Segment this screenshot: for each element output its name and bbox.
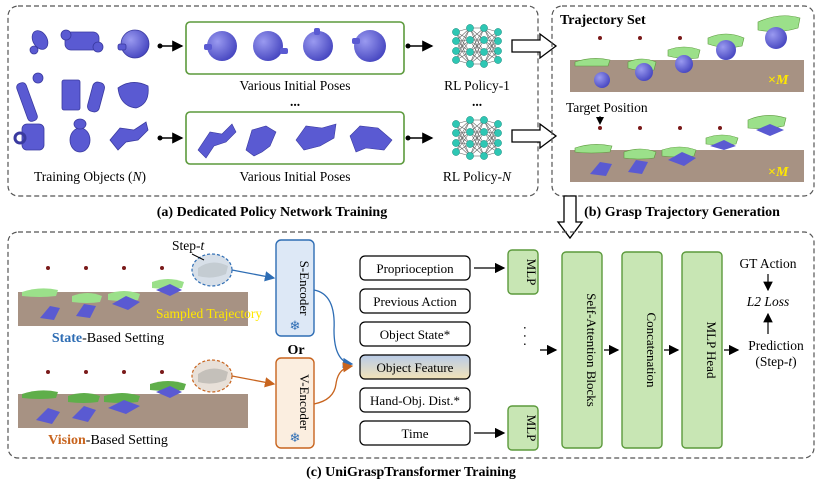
multiplier-bottom: ×M xyxy=(768,165,789,180)
neural-net-icon-1 xyxy=(452,24,502,68)
policy-ellipsis: ... xyxy=(472,94,482,109)
concatenation-block: Concatenation xyxy=(621,251,663,449)
svg-text:MLP Head: MLP Head xyxy=(704,322,719,379)
object-ball-handle xyxy=(117,29,150,59)
training-objects-label: Training Objects (N) xyxy=(34,169,146,184)
sampled-trajectory-label: Sampled Trajectory xyxy=(156,306,262,321)
trajectory-top xyxy=(574,15,801,88)
initial-poses-label-2: Various Initial Poses xyxy=(240,169,351,184)
svg-text:Object Feature: Object Feature xyxy=(377,360,454,375)
or-label: Or xyxy=(287,343,304,358)
prediction-label: Prediction xyxy=(748,338,804,353)
l2-loss-label: L2 Loss xyxy=(746,294,789,309)
input-object-feature: Object Feature xyxy=(359,354,471,380)
self-attention-blocks: Self-Attention Blocks xyxy=(561,251,603,449)
neural-net-icon-n xyxy=(452,116,502,160)
panel-a-caption: (a) Dedicated Policy Network Training xyxy=(157,205,387,220)
svg-text:Hand-Obj. Dist.*: Hand-Obj. Dist.* xyxy=(370,393,460,408)
object-chip xyxy=(117,82,149,109)
object-bone xyxy=(60,29,104,53)
svg-text:MLP: MLP xyxy=(524,259,539,286)
target-dots-top xyxy=(598,36,722,40)
vision-trajectory xyxy=(22,381,186,424)
panel-c: Step-t Sampled Trajectory State-Based Se… xyxy=(7,231,815,459)
object-mug-small xyxy=(29,30,49,55)
panel-b-frame xyxy=(551,5,815,197)
panel-a: Various Initial Poses ... Various Initia… xyxy=(7,5,539,197)
training-objects xyxy=(13,29,150,153)
input-hand-obj-dist: Hand-Obj. Dist.* xyxy=(359,387,471,413)
trajectory-bottom xyxy=(574,115,787,176)
object-pot xyxy=(69,118,91,153)
hollow-arrow-bottom xyxy=(511,122,558,150)
svg-text:MLP: MLP xyxy=(524,415,539,442)
panel-c-caption: (c) UniGraspTransformer Training xyxy=(306,465,516,480)
trajectory-set-title: Trajectory Set xyxy=(560,13,646,28)
poses-ellipsis: ... xyxy=(290,94,300,109)
s-encoder-label: S-Encoder xyxy=(297,261,312,317)
svg-text:Concatenation: Concatenation xyxy=(644,312,659,388)
pose-objects-2 xyxy=(197,123,393,159)
mlp-head-block: MLP Head xyxy=(681,251,723,449)
step-t-label: Step-t xyxy=(172,238,206,253)
hollow-arrow-top xyxy=(511,32,558,60)
snowflake-icon-s: ❄ xyxy=(290,318,301,333)
gt-action-label: GT Action xyxy=(739,256,796,271)
object-animal xyxy=(109,121,149,151)
prediction-step-label: (Step-t) xyxy=(755,354,796,369)
pose-objects-1 xyxy=(204,28,386,62)
v-encoder-label: V-Encoder xyxy=(297,374,312,431)
dots-vertical: · · · xyxy=(516,326,531,347)
svg-text:Previous Action: Previous Action xyxy=(373,294,457,309)
panel-b: Trajectory Set ×M Target Position xyxy=(551,5,815,197)
svg-text:Time: Time xyxy=(402,426,429,441)
s-encoder: S-Encoder ❄ xyxy=(275,239,315,337)
input-previous-action: Previous Action xyxy=(359,288,471,314)
panel-a-frame xyxy=(7,5,539,197)
pose-box-2 xyxy=(185,111,405,165)
vision-setting-label: Vision-Based Setting xyxy=(48,433,168,448)
policy-n-label: RL Policy-N xyxy=(443,169,512,184)
input-object-state: Object State* xyxy=(359,321,471,347)
hollow-arrow-down xyxy=(556,195,584,240)
object-mug xyxy=(13,123,45,151)
policy-1-label: RL Policy-1 xyxy=(444,78,510,93)
vision-target-dots xyxy=(46,370,164,374)
multiplier-top: ×M xyxy=(768,73,789,88)
state-trajectory xyxy=(22,279,184,320)
mlp-bottom: MLP xyxy=(507,405,539,451)
object-vial xyxy=(87,81,105,113)
panel-b-caption: (b) Grasp Trajectory Generation xyxy=(584,205,780,220)
snowflake-icon-v: ❄ xyxy=(290,430,301,445)
object-box xyxy=(61,79,81,111)
svg-text:Object State*: Object State* xyxy=(380,327,450,342)
input-proprioception: Proprioception xyxy=(359,255,471,281)
state-target-dots xyxy=(46,266,164,270)
input-time: Time xyxy=(359,420,471,446)
svg-text:Proprioception: Proprioception xyxy=(376,261,454,276)
svg-text:Self-Attention Blocks: Self-Attention Blocks xyxy=(584,293,599,407)
state-setting-label: State-Based Setting xyxy=(52,331,164,346)
initial-poses-label-1: Various Initial Poses xyxy=(240,78,351,93)
mlp-top: MLP xyxy=(507,249,539,295)
target-dots-bottom xyxy=(598,126,722,130)
panel-c-frame xyxy=(7,231,815,459)
v-encoder: V-Encoder ❄ xyxy=(275,357,315,449)
target-position-label: Target Position xyxy=(566,100,648,115)
pose-box-1 xyxy=(185,21,405,75)
object-bottle xyxy=(16,72,44,122)
